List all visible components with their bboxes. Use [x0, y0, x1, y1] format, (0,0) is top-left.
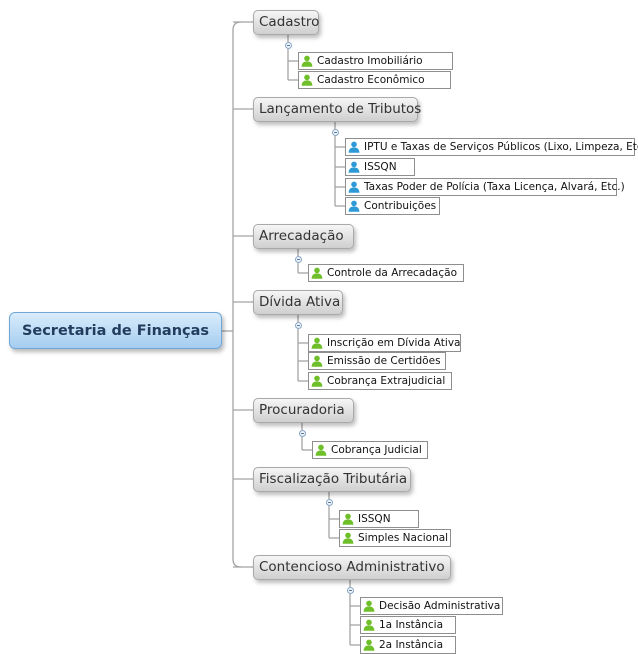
- leaf-label: Inscrição em Dívida Ativa: [327, 337, 461, 349]
- collapse-toggle-icon[interactable]: [285, 42, 292, 49]
- person-icon: [342, 513, 354, 525]
- leaf-contribuicoes[interactable]: Contribuições: [345, 197, 440, 215]
- leaf-label: Cadastro Econômico: [317, 74, 425, 86]
- leaf-label: ISSQN: [358, 513, 391, 525]
- collapse-toggle-icon[interactable]: [326, 499, 333, 506]
- leaf-cadastro-imobiliario[interactable]: Cadastro Imobiliário: [298, 52, 453, 70]
- leaf-label: Emissão de Certidões: [327, 355, 441, 367]
- collapse-toggle-icon[interactable]: [332, 129, 339, 136]
- branch-cadastro[interactable]: Cadastro: [253, 10, 319, 35]
- leaf-label: Decisão Administrativa: [379, 600, 501, 612]
- leaf-issqn[interactable]: ISSQN: [339, 510, 419, 528]
- person-icon: [348, 181, 360, 193]
- leaf-cobranca-judicial[interactable]: Cobrança Judicial: [312, 441, 428, 459]
- collapse-toggle-icon[interactable]: [295, 322, 302, 329]
- leaf-label: Cobrança Extrajudicial: [327, 375, 446, 387]
- leaf-label: 2a Instância: [379, 639, 444, 651]
- leaf-decisao-administrativa[interactable]: Decisão Administrativa: [360, 597, 503, 615]
- leaf-issqn[interactable]: ISSQN: [345, 158, 415, 176]
- leaf-label: Simples Nacional: [358, 532, 449, 544]
- leaf-inscricao-em-divida-ativa[interactable]: Inscrição em Dívida Ativa: [308, 334, 461, 352]
- person-icon: [311, 267, 323, 279]
- person-icon: [315, 444, 327, 456]
- leaf-label: 1a Instância: [379, 619, 444, 631]
- person-icon: [311, 355, 323, 367]
- person-icon: [363, 600, 375, 612]
- collapse-toggle-icon[interactable]: [347, 587, 354, 594]
- person-icon: [348, 161, 360, 173]
- trunk-line: [232, 21, 242, 568]
- person-icon: [301, 74, 313, 86]
- leaf-label: Taxas Poder de Polícia (Taxa Licença, Al…: [364, 181, 625, 193]
- leaf-emissao-de-certidoes[interactable]: Emissão de Certidões: [308, 352, 446, 370]
- leaf-label: Cadastro Imobiliário: [317, 55, 423, 67]
- leaf-label: Controle da Arrecadação: [327, 267, 457, 279]
- person-icon: [342, 532, 354, 544]
- leaf-1a-instancia[interactable]: 1a Instância: [360, 616, 456, 634]
- branch-divida-ativa[interactable]: Dívida Ativa: [253, 290, 343, 315]
- leaf-label: Contribuições: [364, 200, 437, 212]
- branch-lancamento-de-tributos[interactable]: Lançamento de Tributos: [253, 97, 421, 122]
- person-icon: [348, 141, 360, 153]
- leaf-cobranca-extrajudicial[interactable]: Cobrança Extrajudicial: [308, 372, 452, 390]
- leaf-iptu-e-taxas-de-servicos-publicos-lixo-limpeza-etc[interactable]: IPTU e Taxas de Serviços Públicos (Lixo,…: [345, 138, 638, 156]
- leaf-label: IPTU e Taxas de Serviços Públicos (Lixo,…: [364, 141, 638, 153]
- leaf-taxas-poder-de-policia-taxa-licenca-alvara-etc[interactable]: Taxas Poder de Polícia (Taxa Licença, Al…: [345, 178, 625, 196]
- branch-fiscalizacao-tributaria[interactable]: Fiscalização Tributária: [253, 467, 411, 492]
- person-icon: [311, 337, 323, 349]
- leaf-simples-nacional[interactable]: Simples Nacional: [339, 529, 451, 547]
- person-icon: [311, 375, 323, 387]
- root-node[interactable]: Secretaria de Finanças: [9, 312, 222, 349]
- person-icon: [348, 200, 360, 212]
- branch-contencioso-administrativo[interactable]: Contencioso Administrativo: [253, 555, 451, 580]
- branch-procuradoria[interactable]: Procuradoria: [253, 398, 354, 423]
- person-icon: [301, 55, 313, 67]
- leaf-controle-da-arrecadacao[interactable]: Controle da Arrecadação: [308, 264, 464, 282]
- leaf-label: Cobrança Judicial: [331, 444, 422, 456]
- branch-arrecadacao[interactable]: Arrecadação: [253, 224, 354, 249]
- collapse-toggle-icon[interactable]: [299, 430, 306, 437]
- leaf-2a-instancia[interactable]: 2a Instância: [360, 636, 456, 654]
- collapse-toggle-icon[interactable]: [295, 256, 302, 263]
- person-icon: [363, 619, 375, 631]
- leaf-label: ISSQN: [364, 161, 397, 173]
- leaf-cadastro-economico[interactable]: Cadastro Econômico: [298, 71, 451, 89]
- person-icon: [363, 639, 375, 651]
